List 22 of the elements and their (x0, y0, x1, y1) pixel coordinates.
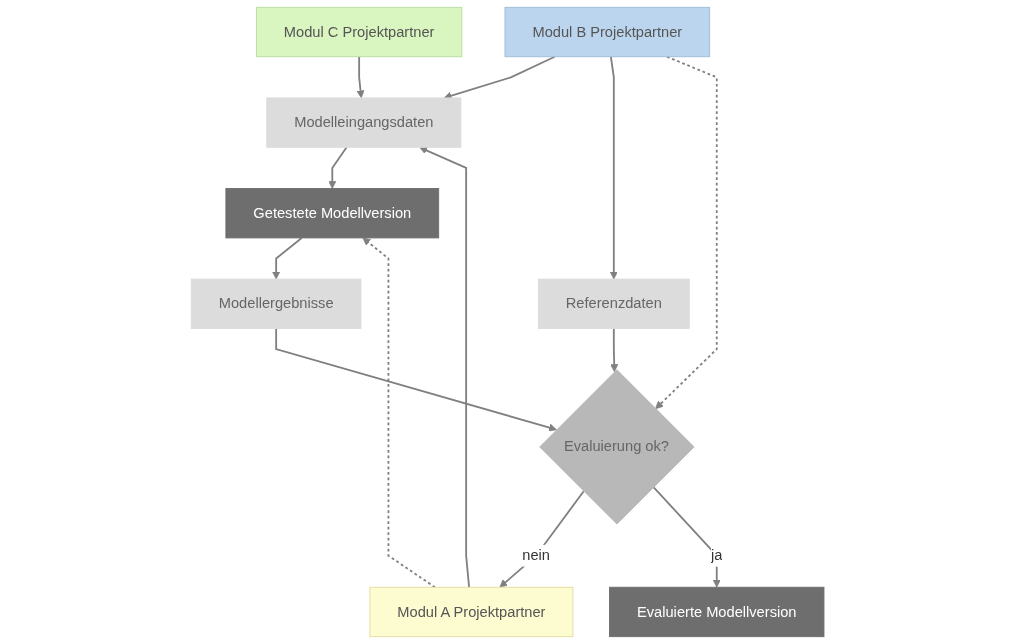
arrow (652, 486, 722, 588)
arrow (655, 55, 719, 410)
arrow (272, 237, 303, 280)
arrow (419, 146, 471, 589)
node-box: Modul B Projektpartner (504, 6, 711, 58)
node-box: Getestete Modellversion (225, 188, 440, 239)
node-box: Modul C Projektpartner (256, 6, 463, 58)
node-box: Modellergebnisse (191, 278, 362, 329)
arrow (362, 237, 437, 589)
arrow (610, 327, 619, 373)
arrow (610, 55, 619, 280)
node-box: Modul A Projektpartner (369, 586, 574, 638)
arrow (499, 490, 585, 588)
node-box: Referenzdaten (538, 278, 691, 329)
edge-label: nein (522, 547, 551, 563)
arrow (356, 55, 365, 99)
arrow (328, 146, 348, 189)
node-diamond: Evaluierung ok? (539, 369, 695, 525)
arrow (275, 327, 558, 432)
node-box: Evaluierte Modellversion (609, 586, 825, 638)
node-box: Modelleingangsdaten (266, 97, 462, 148)
edge-label: ja (711, 547, 723, 563)
